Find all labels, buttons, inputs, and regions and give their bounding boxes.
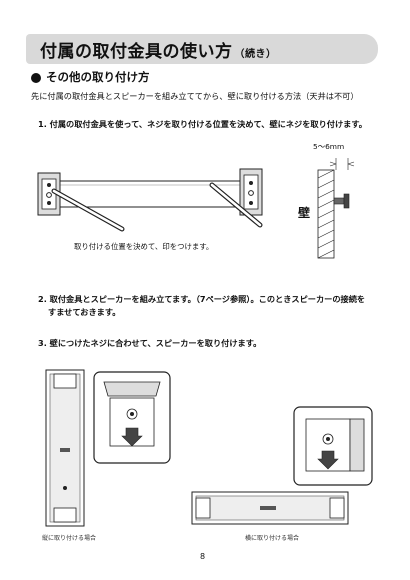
figure-1-dimension: 5～6mm [313, 142, 345, 151]
figure-1-caption: 取り付ける位置を決めて、印をつけます。 [74, 242, 214, 251]
section-heading: その他の取り付け方 [46, 70, 150, 84]
section-bullet-icon [31, 73, 41, 83]
figure-3-horizontal-speaker [191, 491, 349, 525]
figure-3-horizontal-detail [293, 406, 373, 486]
page-title-main: 付属の取付金具の使い方 [40, 42, 233, 62]
page-title-suffix: （続き） [234, 49, 277, 60]
section-intro: 先に付属の取付金具とスピーカーを組み立ててから、壁に取り付ける方法（天井は不可） [31, 91, 359, 101]
step-2-text-line2: すませておきます。 [48, 307, 121, 317]
figure-3-vertical-speaker [45, 369, 85, 527]
step-1-text: 1. 付属の取付金具を使って、ネジを取り付ける位置を決めて、壁にネジを取り付けま… [38, 119, 367, 129]
wall-label: 壁 [298, 206, 311, 220]
title-bar [26, 34, 378, 64]
page-title: 付属の取付金具の使い方（続き） [40, 37, 277, 62]
step-3-text: 3. 壁につけたネジに合わせて、スピーカーを取り付けます。 [38, 338, 262, 348]
figure-3-vertical-detail [93, 371, 171, 464]
figure-1-wall-illustration [317, 158, 355, 259]
horizontal-mount-caption: 横に取り付ける場合 [245, 535, 300, 542]
figure-1-bracket-illustration [37, 168, 263, 232]
step-2-text: 2. 取付金具とスピーカーを組み立てます。（7ページ参照）。このときスピーカーの… [38, 294, 366, 304]
page-number: 8 [200, 552, 206, 561]
vertical-mount-caption: 縦に取り付ける場合 [42, 535, 97, 542]
